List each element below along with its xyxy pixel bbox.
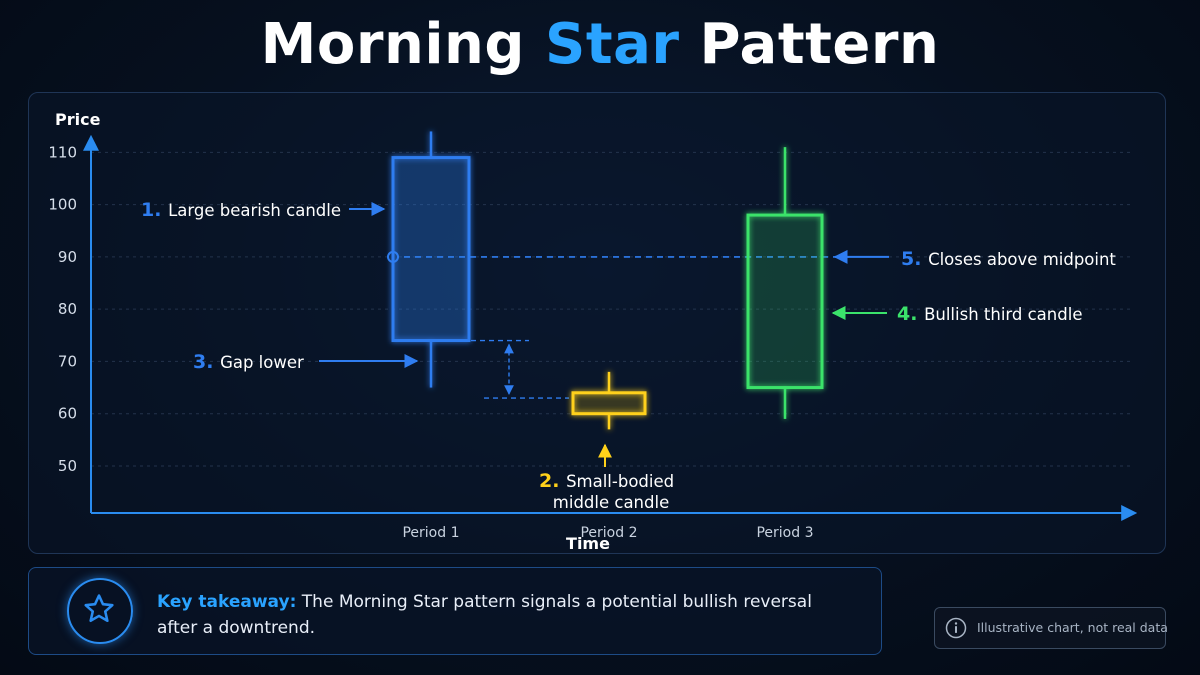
x-tick-label: Period 1 — [402, 525, 459, 541]
disclaimer-badge: Illustrative chart, not real data — [934, 607, 1168, 649]
y-tick-label: 50 — [58, 457, 77, 475]
y-tick-label: 110 — [48, 143, 77, 161]
annotation-1-text: Large bearish candle — [168, 201, 341, 220]
page-title: Morning Star Pattern — [0, 12, 1200, 77]
annotation-3-text: Gap lower — [220, 353, 304, 372]
y-axis-title: Price — [55, 110, 101, 129]
annotation-2-line2: middle candle — [553, 493, 669, 512]
title-pre: Morning — [260, 12, 545, 77]
annotation-5-number: 5. — [901, 248, 928, 270]
annotation-4-number: 4. — [897, 303, 924, 325]
takeaway-label: Key takeaway: — [157, 592, 297, 612]
annotation-3: 3. Gap lower — [193, 351, 304, 373]
candle-body — [391, 156, 471, 343]
star-icon — [67, 578, 133, 644]
takeaway-body: The Morning Star pattern signals a poten… — [157, 592, 812, 638]
title-highlight: Star — [544, 12, 680, 77]
candle-body — [746, 213, 824, 390]
annotation-5-text: Closes above midpoint — [928, 250, 1116, 269]
annotation-5: 5. Closes above midpoint — [901, 248, 1116, 270]
y-tick-label: 90 — [58, 248, 77, 266]
annotation-1: 1. Large bearish candle — [141, 199, 341, 221]
annotation-4-text: Bullish third candle — [924, 305, 1082, 324]
y-tick-label: 80 — [58, 300, 77, 318]
candle-1 — [391, 131, 471, 388]
y-tick-label: 60 — [58, 405, 77, 423]
candle-3 — [746, 147, 824, 419]
x-tick-label: Period 3 — [756, 525, 813, 541]
annotation-2-text: Small-bodied — [566, 472, 674, 491]
y-tick-label: 70 — [58, 352, 77, 370]
x-axis-title: Time — [566, 534, 610, 553]
disclaimer-text: Illustrative chart, not real data — [977, 620, 1168, 635]
annotation-4: 4. Bullish third candle — [897, 303, 1082, 325]
key-takeaway-box: Key takeaway: The Morning Star pattern s… — [28, 567, 882, 655]
annotation-2-number: 2. — [539, 470, 566, 492]
takeaway-text: Key takeaway: The Morning Star pattern s… — [157, 589, 847, 641]
x-tick-label: Period 2 — [580, 525, 637, 541]
title-post: Pattern — [679, 12, 940, 77]
candle-body — [571, 391, 647, 416]
annotation-2: 2. Small-bodied — [539, 470, 674, 492]
annotation-3-number: 3. — [193, 351, 220, 373]
y-tick-label: 100 — [48, 196, 77, 214]
candle-2 — [571, 371, 647, 430]
annotation-1-number: 1. — [141, 199, 168, 221]
info-icon — [945, 617, 967, 639]
